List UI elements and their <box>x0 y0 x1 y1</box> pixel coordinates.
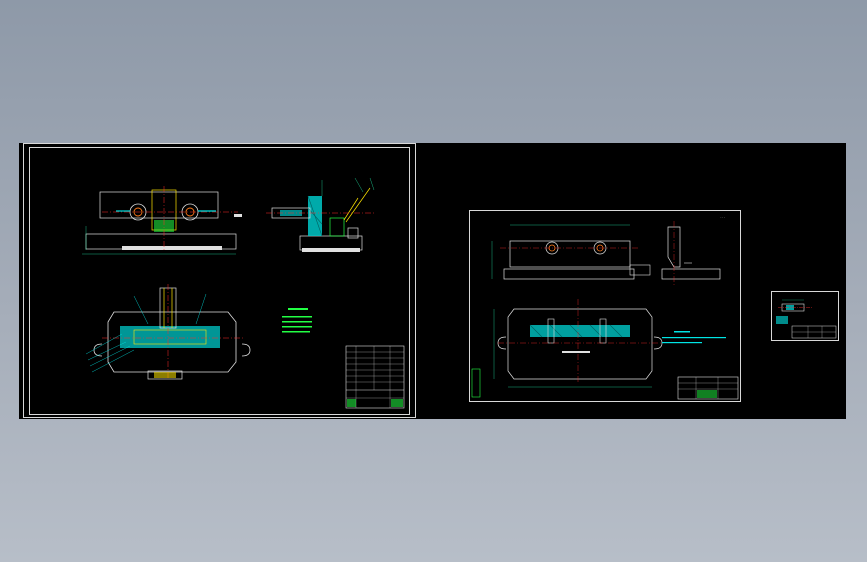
cad-model-space[interactable]: ... <box>19 143 846 419</box>
assembly-drawing <box>82 177 405 409</box>
assembly-plan-view <box>85 284 251 380</box>
base-plate-plan-view <box>493 299 663 388</box>
assembly-drawing-sheet[interactable] <box>29 147 410 415</box>
base-plate-front-view <box>491 224 651 280</box>
base-plate-technical-note <box>662 331 726 344</box>
svg-text:...: ... <box>720 215 726 219</box>
base-plate-drawing: ... <box>471 215 739 400</box>
small-part-drawing <box>776 299 837 339</box>
small-part-view <box>776 299 812 324</box>
technical-requirements-note <box>282 308 312 333</box>
assembly-side-view <box>266 177 375 252</box>
assembly-title-block <box>345 345 405 409</box>
small-part-title-block <box>791 325 837 339</box>
small-part-drawing-sheet[interactable] <box>771 291 839 341</box>
base-plate-drawing-sheet[interactable]: ... <box>469 210 741 402</box>
base-plate-title-block <box>471 368 739 400</box>
assembly-front-view <box>82 186 242 255</box>
base-plate-side-view: ... <box>661 215 726 285</box>
